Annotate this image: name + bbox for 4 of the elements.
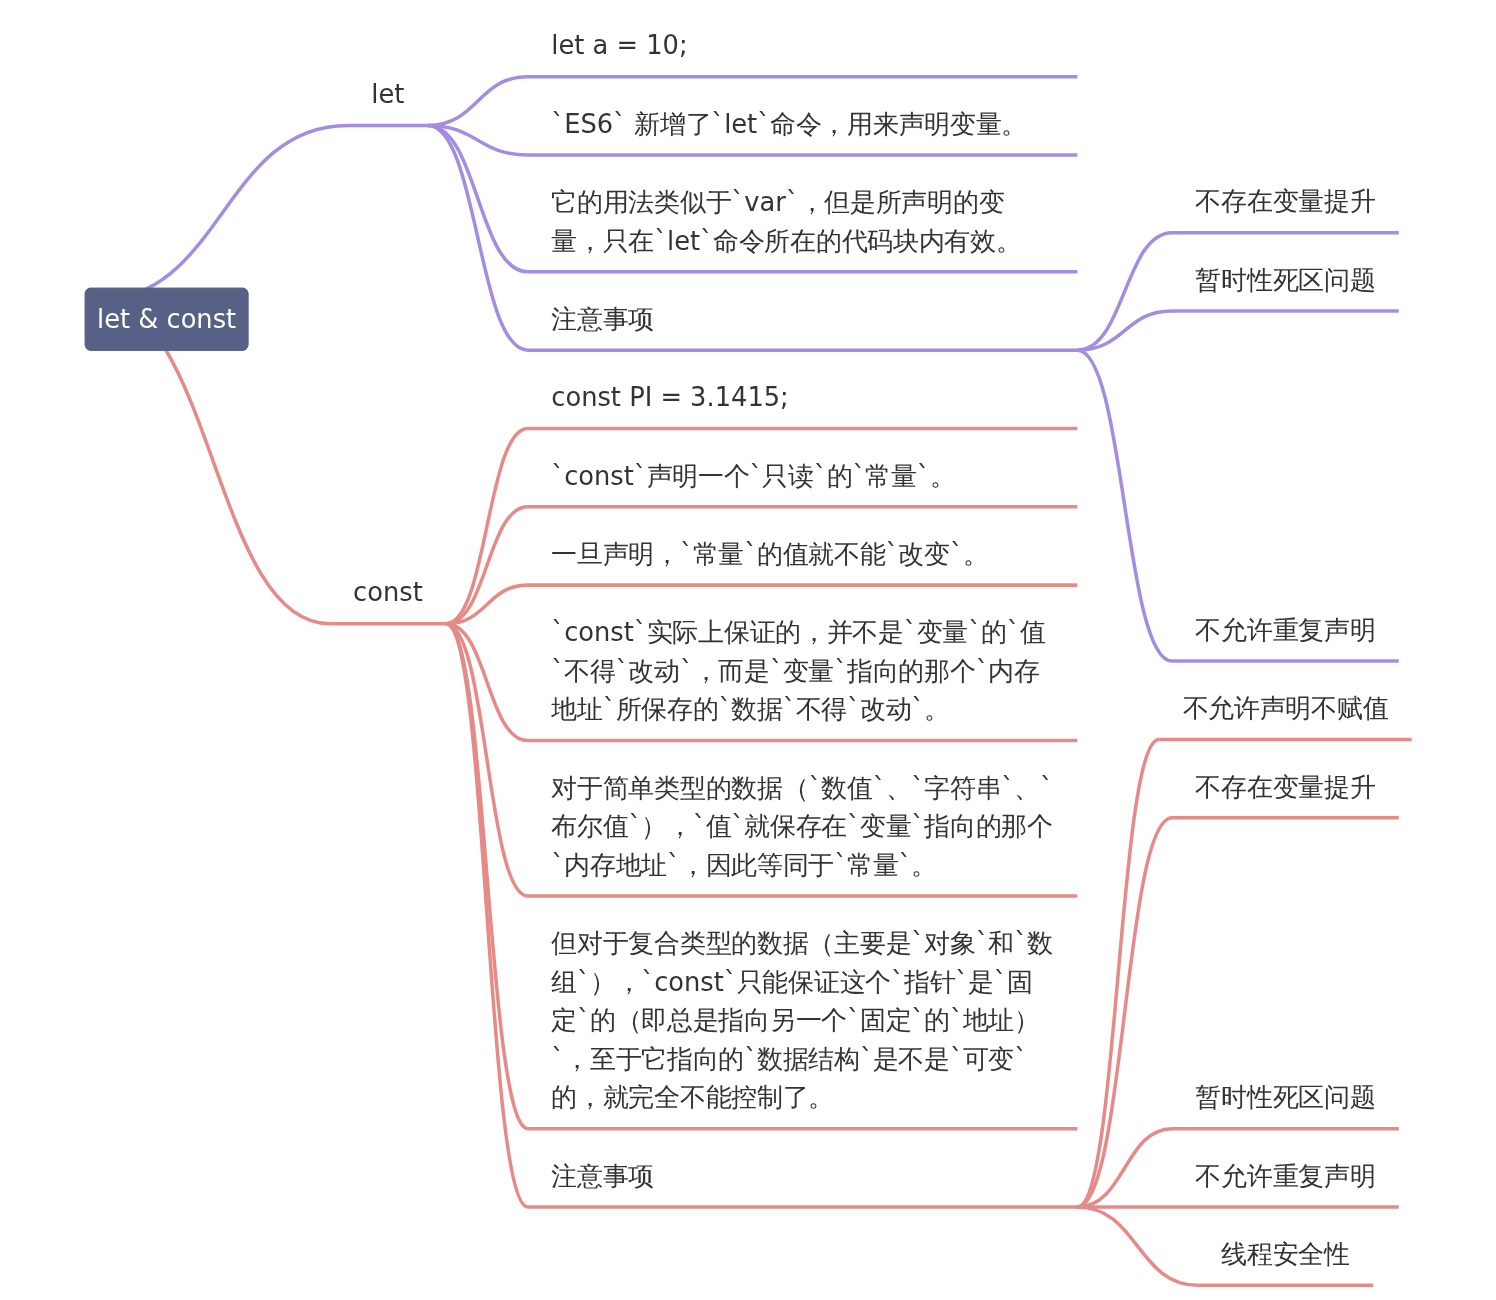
connector [1075,348,1173,663]
connector [1076,309,1172,352]
connector [426,123,529,352]
connector [1076,230,1172,352]
